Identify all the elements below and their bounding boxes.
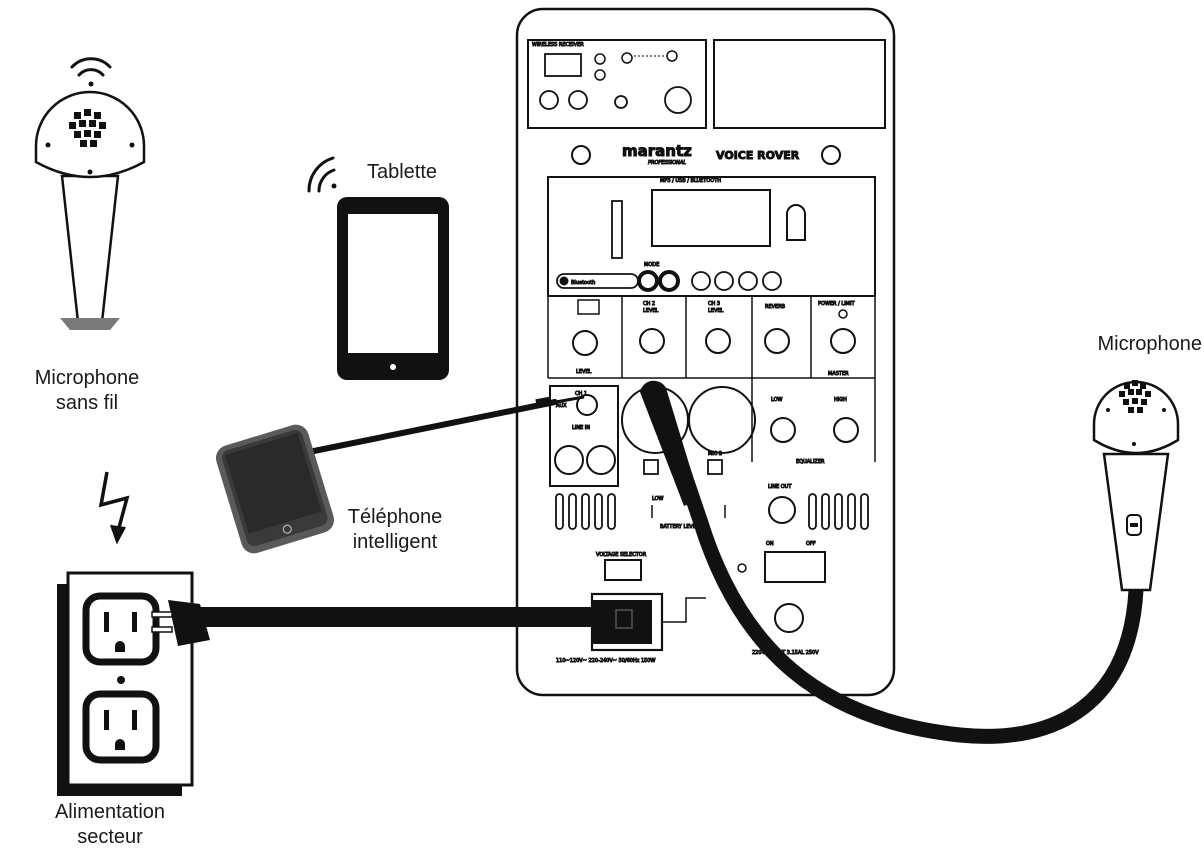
ch1-switch[interactable] bbox=[577, 299, 600, 315]
wireless-receiver-section: WIRELESS RECEIVER bbox=[527, 39, 707, 129]
ch1-input-label: CH 1 bbox=[575, 391, 587, 397]
power-switch[interactable] bbox=[764, 551, 826, 583]
ch2-label: CH 2 bbox=[643, 301, 655, 307]
smartphone-device bbox=[215, 395, 585, 554]
ch3-level-knob[interactable] bbox=[705, 328, 731, 354]
speaker-control-panel: WIRELESS RECEIVER marantz PROFESSIONAL V… bbox=[515, 7, 896, 697]
brand-logo: marantz bbox=[622, 142, 692, 160]
eq-high-knob[interactable] bbox=[833, 417, 859, 443]
line-out-jack[interactable] bbox=[768, 496, 796, 524]
ch2-level-knob[interactable] bbox=[639, 328, 665, 354]
wired-microphone bbox=[640, 380, 1180, 744]
line-in-left-jack[interactable] bbox=[554, 445, 584, 475]
bluetooth-label: Bluetooth bbox=[571, 280, 595, 286]
xlr-plug bbox=[640, 380, 700, 506]
aux-cable bbox=[306, 399, 558, 455]
microphone-grille bbox=[1119, 380, 1151, 413]
ac-rating-label: 110~120V~ 220-240V~ 50/60Hz 150W bbox=[556, 658, 655, 664]
ch3-label: CH 3 bbox=[708, 301, 720, 307]
label-tablet-text: Tablette bbox=[366, 161, 438, 183]
battery-level-label: BATTERY LEVEL bbox=[660, 524, 699, 530]
microphone-cable bbox=[658, 412, 1144, 744]
label-wireless-microphone: Microphone sans fil bbox=[2, 366, 172, 416]
mic2-switch[interactable] bbox=[707, 459, 723, 475]
eq-low-label: LOW bbox=[771, 397, 783, 403]
wireless-section-label: WIRELESS RECEIVER bbox=[532, 42, 584, 48]
label-power: Alimentation secteur bbox=[30, 800, 190, 850]
label-wireless-microphone-line2: sans fil bbox=[55, 392, 119, 414]
master-knob[interactable] bbox=[830, 328, 856, 354]
panel-screw-left bbox=[571, 145, 591, 165]
label-power-line1: Alimentation bbox=[54, 801, 166, 823]
media-section-label: MP3 / USB / BLUETOOTH bbox=[660, 178, 721, 184]
stop-button[interactable] bbox=[691, 271, 711, 291]
label-power-line2: secteur bbox=[77, 826, 143, 848]
mic2-label: MIC 2 bbox=[708, 451, 722, 457]
label-microphone: Microphone bbox=[1068, 332, 1202, 357]
label-wireless-microphone-line1: Microphone bbox=[34, 367, 140, 389]
label-smartphone: Téléphone intelligent bbox=[330, 505, 460, 555]
ac-rating-label-right: 220-240V~ T 3.15AL 250V bbox=[752, 650, 819, 656]
wifi-signal-icon bbox=[70, 57, 112, 87]
reverb-label: REVERB bbox=[765, 304, 786, 310]
left-vents bbox=[555, 493, 616, 530]
tablet-device bbox=[307, 156, 449, 380]
level-label: LEVEL bbox=[576, 369, 592, 375]
voltage-selector-switch[interactable] bbox=[604, 559, 642, 581]
mode-button[interactable] bbox=[637, 270, 659, 292]
line-out-label: LINE OUT bbox=[768, 484, 792, 490]
on-label: ON bbox=[766, 541, 774, 547]
label-smartphone-line2: intelligent bbox=[352, 531, 438, 553]
wireless-microphone bbox=[34, 57, 146, 330]
eq-high-label: HIGH bbox=[834, 397, 847, 403]
next-button[interactable] bbox=[762, 271, 782, 291]
tablet-wifi-icon bbox=[307, 156, 337, 193]
right-vents bbox=[808, 493, 869, 530]
microphone-head bbox=[1092, 380, 1180, 455]
aux-input-jack[interactable] bbox=[576, 394, 598, 416]
fuse-holder bbox=[774, 603, 804, 633]
label-microphone-text: Microphone bbox=[1097, 333, 1202, 355]
label-tablet: Tablette bbox=[352, 160, 452, 185]
repeat-button[interactable] bbox=[714, 271, 734, 291]
ch1-inputs: CH 1 AUX LINE IN bbox=[549, 385, 619, 487]
aux-label: AUX bbox=[556, 403, 567, 409]
lightning-bolt-icon bbox=[98, 471, 130, 545]
line-in-right-jack[interactable] bbox=[586, 445, 616, 475]
panel-screw-right bbox=[821, 145, 841, 165]
brand-subtitle: PROFESSIONAL bbox=[648, 160, 686, 166]
low-indicator-label: LOW bbox=[652, 496, 664, 502]
ch3-level-label: LEVEL bbox=[708, 308, 724, 314]
off-label: OFF bbox=[806, 541, 816, 547]
ch1-level-knob[interactable] bbox=[572, 330, 598, 356]
mode-label: MODE bbox=[644, 262, 659, 268]
model-name: VOICE ROVER bbox=[716, 149, 800, 162]
master-label: MASTER bbox=[828, 371, 849, 377]
wall-outlet bbox=[57, 571, 652, 796]
eq-low-knob[interactable] bbox=[770, 417, 796, 443]
reverb-knob[interactable] bbox=[764, 328, 790, 354]
voltage-selector-label: VOLTAGE SELECTOR bbox=[596, 552, 647, 558]
mic1-switch[interactable] bbox=[643, 459, 659, 475]
label-smartphone-line1: Téléphone bbox=[347, 506, 443, 528]
ch2-level-label: LEVEL bbox=[643, 308, 659, 314]
line-in-label: LINE IN bbox=[572, 425, 590, 431]
equalizer-label: EQUALIZER bbox=[796, 459, 825, 465]
play-pause-button[interactable] bbox=[658, 270, 680, 292]
power-limit-label: POWER / LIMIT bbox=[818, 301, 855, 307]
power-led bbox=[838, 309, 848, 319]
bluetooth-icon bbox=[559, 276, 569, 286]
wireless-slot-blank bbox=[713, 39, 886, 129]
mic2-xlr-input[interactable] bbox=[688, 386, 756, 454]
previous-button[interactable] bbox=[738, 271, 758, 291]
